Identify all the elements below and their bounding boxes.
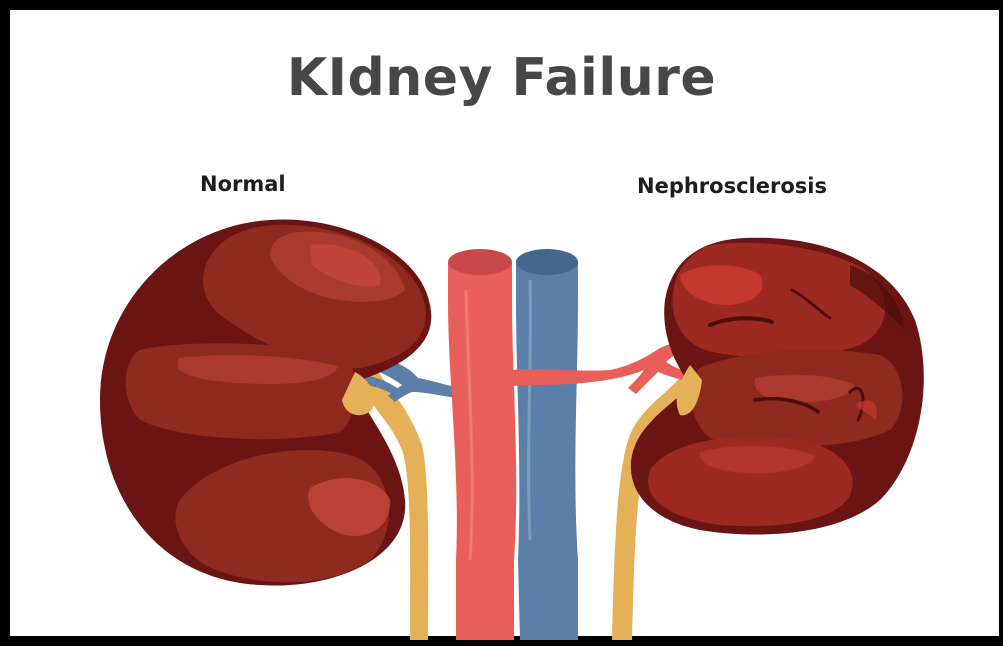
- vena-cava-opening: [516, 249, 578, 275]
- vena-cava: [516, 262, 578, 640]
- aorta-opening: [448, 249, 512, 275]
- aorta: [448, 262, 516, 640]
